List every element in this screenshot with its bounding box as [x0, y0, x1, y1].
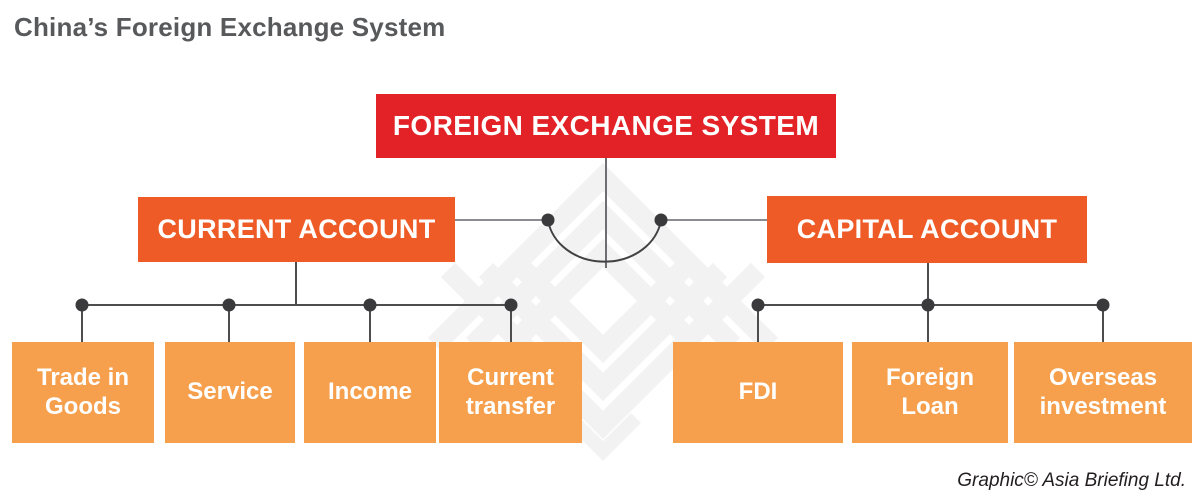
node-income: Income	[304, 342, 436, 443]
node-label: Overseas investment	[1039, 364, 1167, 420]
node-label: Trade in Goods	[36, 364, 130, 420]
junction-dot	[75, 298, 89, 312]
node-trade-in-goods: Trade in Goods	[12, 342, 154, 443]
node-foreign-exchange-system: FOREIGN EXCHANGE SYSTEM	[376, 94, 836, 158]
connector-arc	[547, 219, 662, 263]
node-label: CAPITAL ACCOUNT	[796, 214, 1058, 244]
node-service: Service	[165, 342, 295, 443]
node-label: Income	[327, 378, 413, 406]
node-label: Service	[187, 378, 273, 406]
junction-dot	[1096, 298, 1110, 312]
junction-dot	[541, 213, 555, 227]
junction-dot	[363, 298, 377, 312]
node-current-transfer: Current transfer	[439, 342, 582, 443]
junction-dot	[222, 298, 236, 312]
junction-dot	[504, 298, 518, 312]
page-title: China’s Foreign Exchange System	[14, 12, 446, 42]
graphic-attribution: Graphic© Asia Briefing Ltd.	[957, 470, 1186, 491]
capital-account-junctions	[751, 298, 1110, 312]
node-foreign-loan: Foreign Loan	[852, 342, 1008, 443]
node-label: CURRENT ACCOUNT	[157, 214, 436, 244]
node-capital-account: CAPITAL ACCOUNT	[767, 196, 1087, 263]
node-current-account: CURRENT ACCOUNT	[138, 197, 455, 262]
node-label: Current transfer	[465, 364, 556, 420]
node-fdi: FDI	[673, 342, 843, 443]
node-label: FDI	[738, 378, 778, 406]
upper-connectors	[455, 158, 767, 268]
junction-dot	[921, 298, 935, 312]
node-label: FOREIGN EXCHANGE SYSTEM	[392, 110, 820, 141]
current-account-junctions	[75, 298, 518, 312]
node-label: Foreign Loan	[886, 364, 974, 420]
node-overseas-investment: Overseas investment	[1014, 342, 1192, 443]
junction-dot	[751, 298, 765, 312]
junction-dot	[654, 213, 668, 227]
